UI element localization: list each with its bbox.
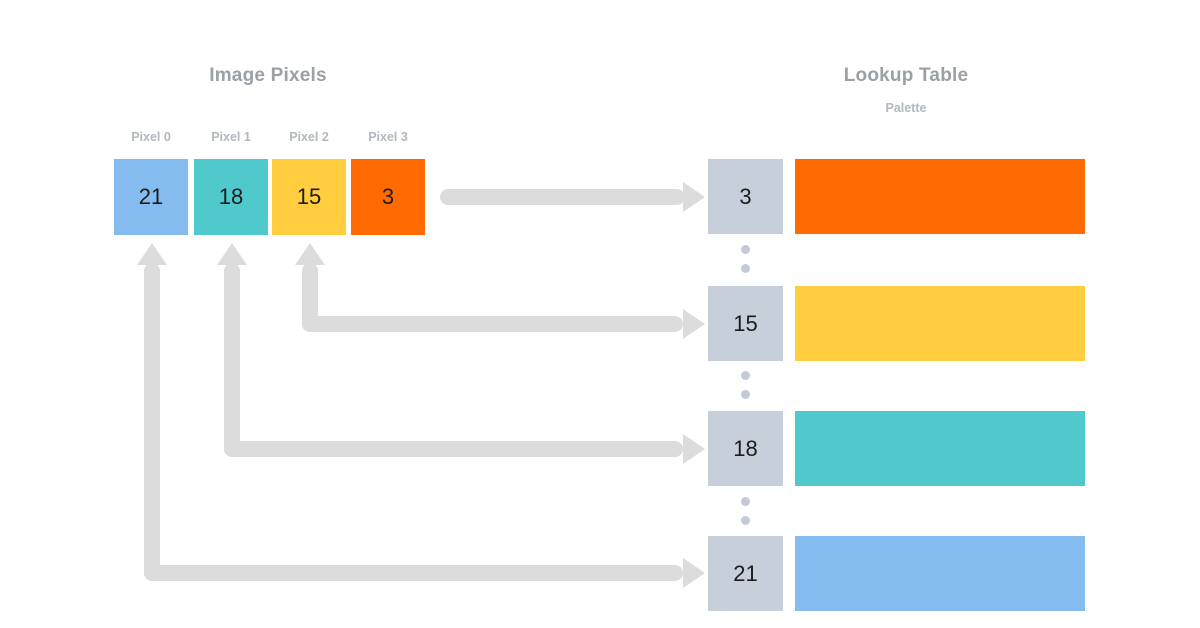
connector-shaft-v-p0 [144, 263, 160, 581]
ellipsis-dot [741, 245, 750, 254]
lut-index-1[interactable]: 15 [708, 286, 783, 361]
connector-arrowhead-lut-p2 [683, 309, 705, 339]
lut-swatch-3[interactable] [795, 536, 1085, 611]
pixel-cell-1[interactable]: 18 [194, 159, 268, 235]
lookup-table-title: Lookup Table [843, 65, 969, 86]
image-pixels-title: Image Pixels [209, 65, 327, 86]
ellipsis-dot [741, 390, 750, 399]
connector-shaft-h-p1 [224, 441, 683, 457]
lut-ellipsis-1 [708, 366, 783, 412]
pixel-label-3: Pixel 3 [368, 130, 408, 144]
pixel-label-2: Pixel 2 [289, 130, 329, 144]
connector-arrowhead-lut3 [683, 182, 705, 212]
ellipsis-dot [741, 264, 750, 273]
pixel-label-1: Pixel 1 [211, 130, 251, 144]
lut-swatch-2[interactable] [795, 411, 1085, 486]
connector-arrowhead-pixel-p1 [217, 243, 247, 265]
pixel-cell-3[interactable]: 3 [351, 159, 425, 235]
ellipsis-dot [741, 516, 750, 525]
ellipsis-dot [741, 371, 750, 380]
ellipsis-dot [741, 497, 750, 506]
connector-arrowhead-lut-p1 [683, 434, 705, 464]
lut-index-3[interactable]: 21 [708, 536, 783, 611]
connector-arrowhead-pixel-p2 [295, 243, 325, 265]
connector-shaft-v-p2 [302, 263, 318, 332]
lut-swatch-0[interactable] [795, 159, 1085, 234]
connector-shaft-h-p2 [302, 316, 683, 332]
connector-arrowhead-lut-p0 [683, 558, 705, 588]
lut-ellipsis-0 [708, 240, 783, 286]
lut-ellipsis-2 [708, 492, 783, 538]
lut-index-0[interactable]: 3 [708, 159, 783, 234]
pixel-label-0: Pixel 0 [131, 130, 171, 144]
pixel-cell-0[interactable]: 21 [114, 159, 188, 235]
palette-subtitle: Palette [885, 101, 927, 115]
connector-arrowhead-pixel-p0 [137, 243, 167, 265]
pixel-cell-2[interactable]: 15 [272, 159, 346, 235]
connector-shaft-v-p1 [224, 263, 240, 457]
connector-shaft-pixel3-to-lut3 [440, 189, 685, 205]
lut-index-2[interactable]: 18 [708, 411, 783, 486]
connector-shaft-h-p0 [144, 565, 683, 581]
lut-swatch-1[interactable] [795, 286, 1085, 361]
